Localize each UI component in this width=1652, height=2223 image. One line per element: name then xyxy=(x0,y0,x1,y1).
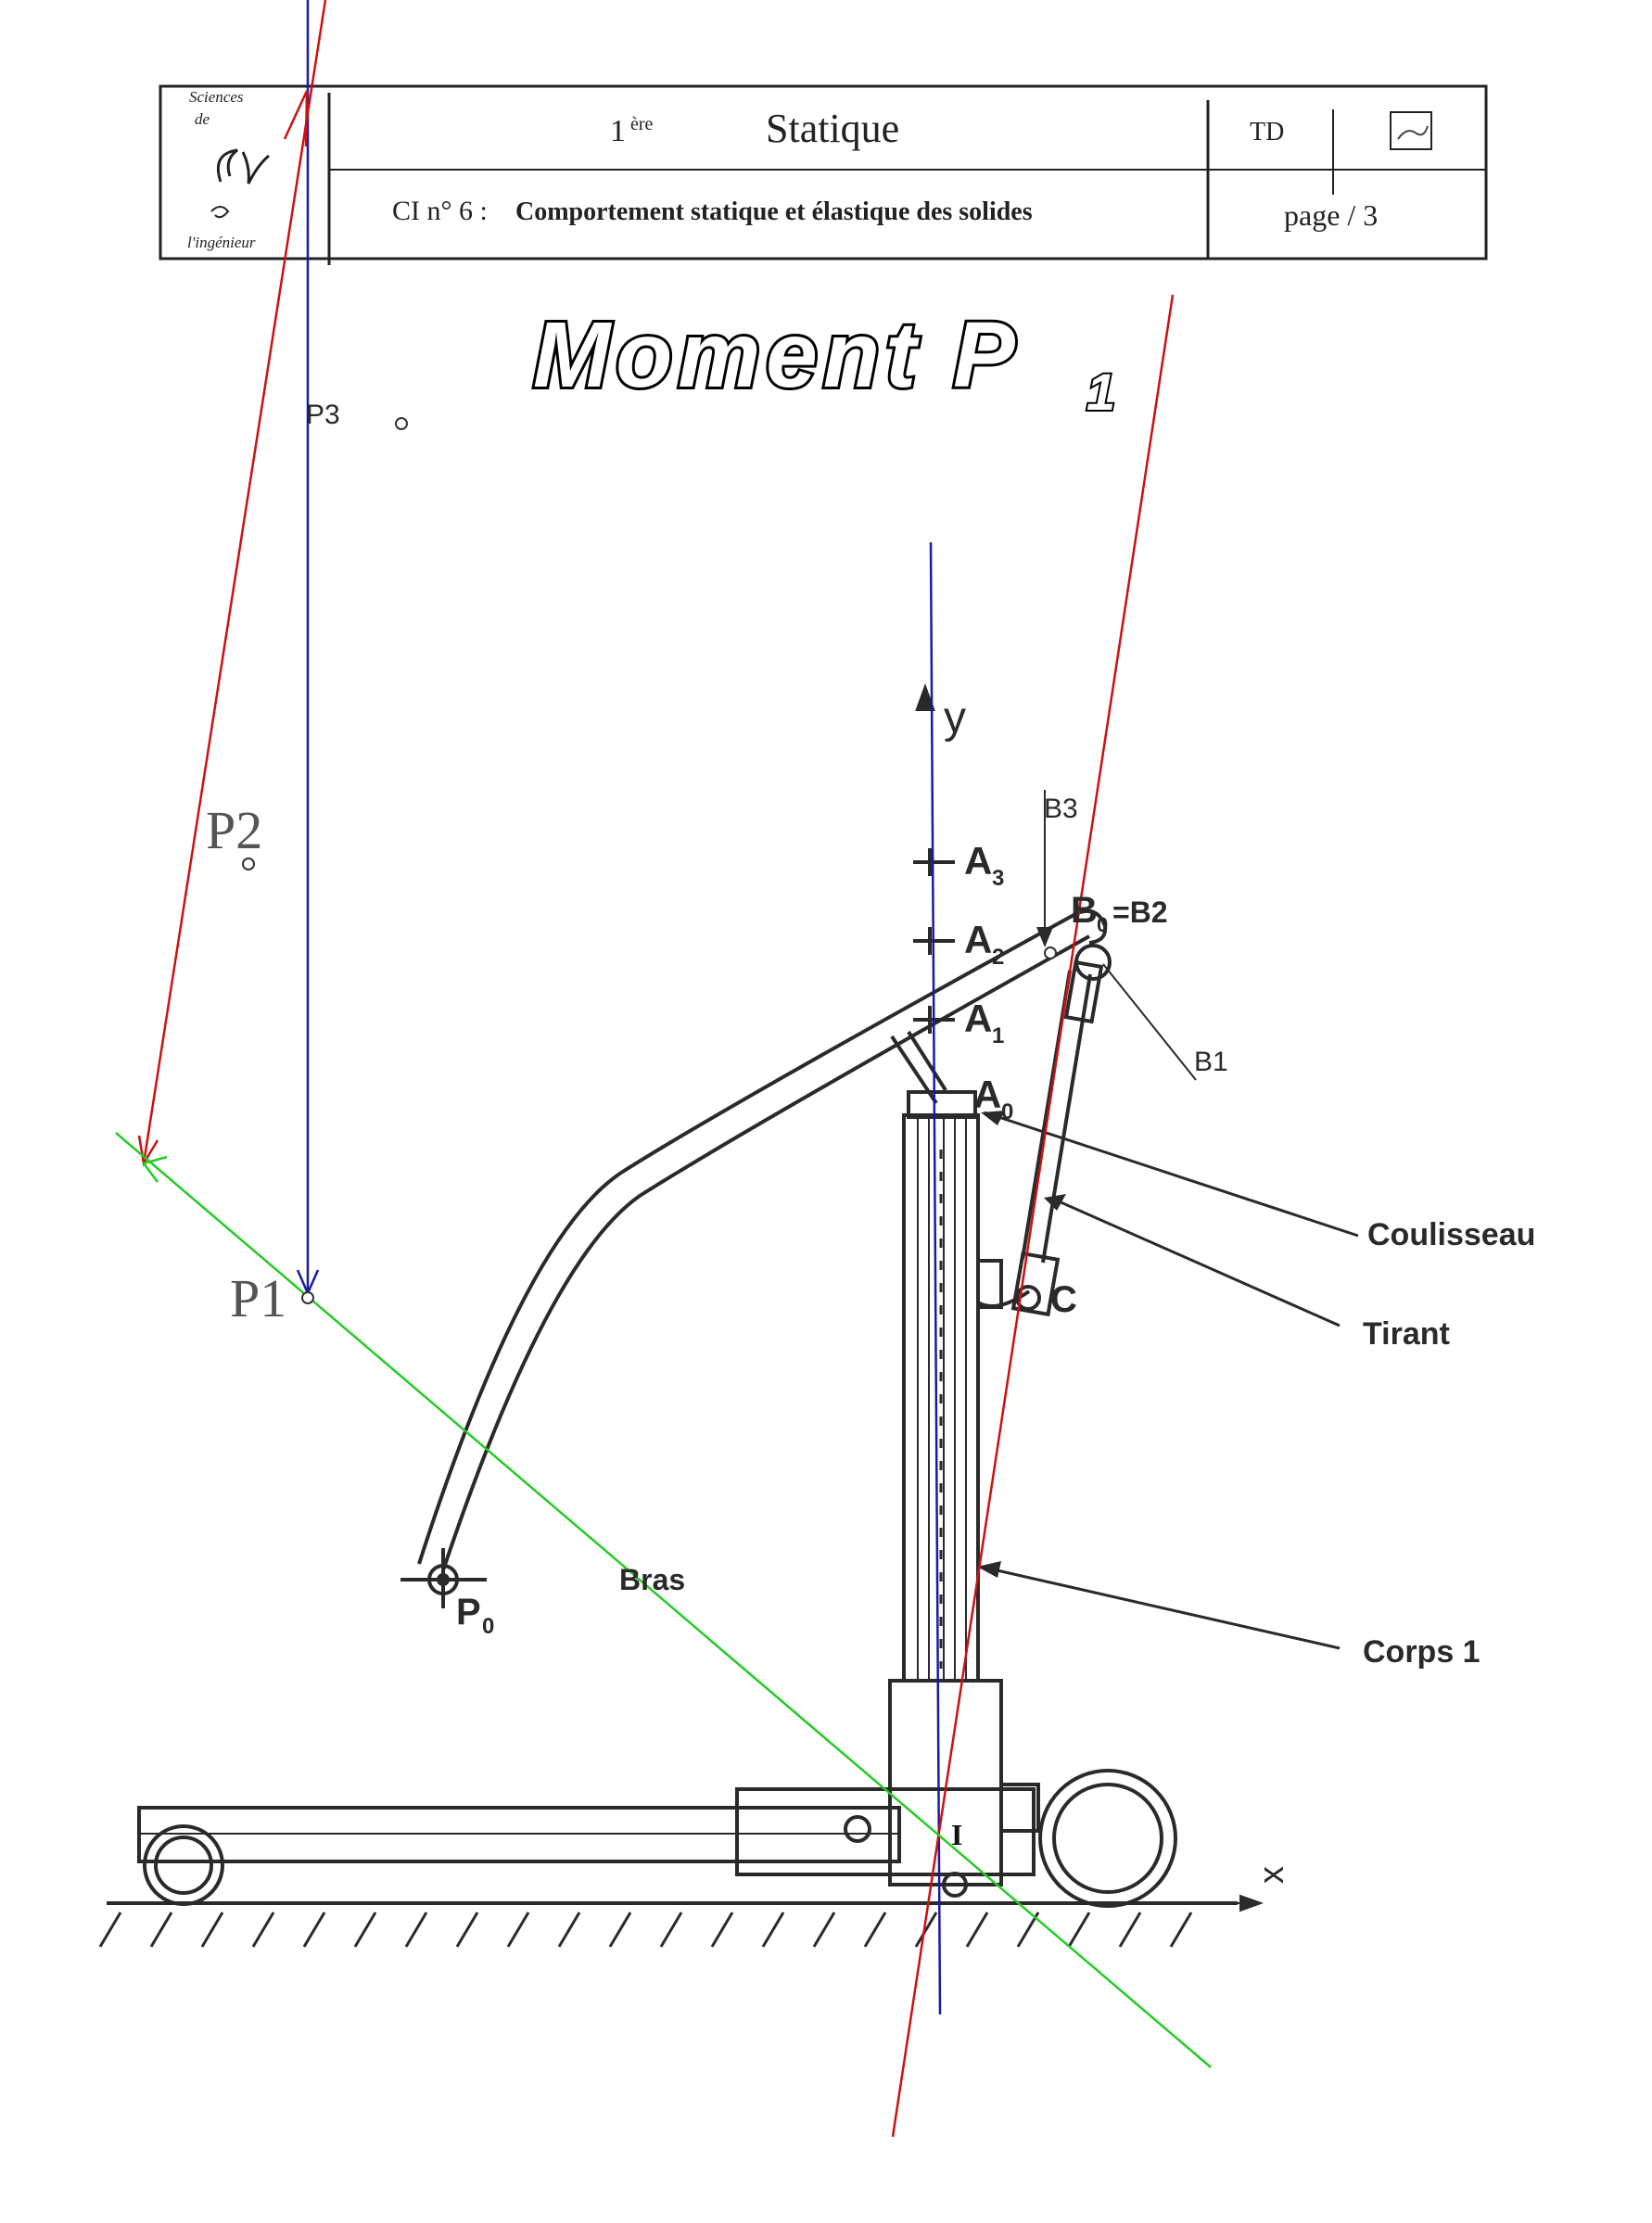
mark-labels: A 3 A 2 A 1 A 0 B 0 =B2 B3 B1 C P 0 xyxy=(456,794,1228,1639)
header-box xyxy=(159,84,1488,265)
point-markers xyxy=(242,417,1057,1304)
doc-type: TD xyxy=(1250,118,1284,146)
p2-label: P2 xyxy=(206,800,262,860)
ground xyxy=(98,1901,1238,1948)
slider-coulisseau xyxy=(890,1030,977,1119)
title-subscript: 1 xyxy=(1087,362,1115,421)
tie-rod-direction-line xyxy=(891,294,1175,2138)
leader-arrowheads xyxy=(977,927,1066,1578)
logo: Sciences de l'ingénieur xyxy=(187,88,270,251)
title-main: Moment P xyxy=(533,303,1021,407)
a0-subscript: 0 xyxy=(1001,1099,1013,1124)
level-superscript: ère xyxy=(630,114,654,134)
a2-subscript: 2 xyxy=(992,945,1004,970)
p3-label: P3 xyxy=(306,400,340,430)
a2-label: A xyxy=(964,918,992,961)
logo-line2: de xyxy=(195,110,210,128)
green-arrowhead xyxy=(141,1155,168,1183)
p1-point xyxy=(301,1291,314,1304)
p1-label: P1 xyxy=(230,1268,286,1328)
green-construction xyxy=(115,1132,1212,2068)
a1-label: A xyxy=(964,997,992,1040)
logo-line1: Sciences xyxy=(189,88,244,106)
b0-suffix: =B2 xyxy=(1112,896,1168,929)
a3-subscript: 3 xyxy=(992,866,1004,891)
coulisseau-label: Coulisseau xyxy=(1367,1217,1535,1252)
p2-point xyxy=(242,857,255,870)
column-corps-1 xyxy=(902,1113,1031,1683)
b1-label: B1 xyxy=(1194,1047,1228,1077)
c-label: C xyxy=(1050,1279,1077,1320)
blue-construction xyxy=(296,0,942,2015)
leader-lines xyxy=(980,790,1359,1650)
x-axis-label: x xyxy=(1252,1866,1291,1884)
page-number: page / 3 xyxy=(1284,198,1378,232)
tirant-label: Tirant xyxy=(1363,1316,1450,1352)
bras-label: Bras xyxy=(619,1563,685,1596)
p3-point xyxy=(395,417,408,430)
p0-label: P xyxy=(456,1592,481,1632)
arm-bras xyxy=(417,908,1112,1571)
a0-label: A xyxy=(973,1073,1001,1116)
y-axis-label: y xyxy=(944,693,966,743)
p0-subscript: 0 xyxy=(482,1614,494,1639)
axis-arrows xyxy=(915,683,1264,1912)
b0-point xyxy=(1044,946,1057,959)
i-label: I xyxy=(951,1818,962,1851)
point-labels: P3 P2 P1 I xyxy=(206,400,962,1851)
p2-upper-arrowhead xyxy=(283,90,309,147)
vertical-through-i-line xyxy=(929,541,942,2015)
p2-red-line xyxy=(142,0,327,1164)
axis-labels: y x xyxy=(944,693,1291,1884)
a3-label: A xyxy=(964,839,992,883)
corps-label: Corps 1 xyxy=(1363,1634,1480,1670)
b0-subscript: 0 xyxy=(1097,913,1108,936)
b0-label: B xyxy=(1071,890,1098,931)
logo-mark xyxy=(216,148,270,184)
level-number: 1 xyxy=(610,114,626,148)
chassis xyxy=(137,1679,1177,1908)
p0-target xyxy=(400,1548,487,1608)
b3-label: B3 xyxy=(1044,794,1078,824)
a1-subscript: 1 xyxy=(992,1023,1004,1048)
subject-title: Statique xyxy=(766,106,899,151)
course-number: CI n° 6 : xyxy=(392,196,488,226)
p1-green-line xyxy=(115,1132,1212,2068)
part-labels: Coulisseau Tirant Corps 1 Bras xyxy=(619,1217,1535,1670)
logo-line3: l'ingénieur xyxy=(187,234,256,251)
crane-mechanism xyxy=(98,683,1359,1948)
course-title: Comportement statique et élastique des s… xyxy=(515,197,1033,226)
page-title: Moment P 1 xyxy=(530,300,1117,423)
